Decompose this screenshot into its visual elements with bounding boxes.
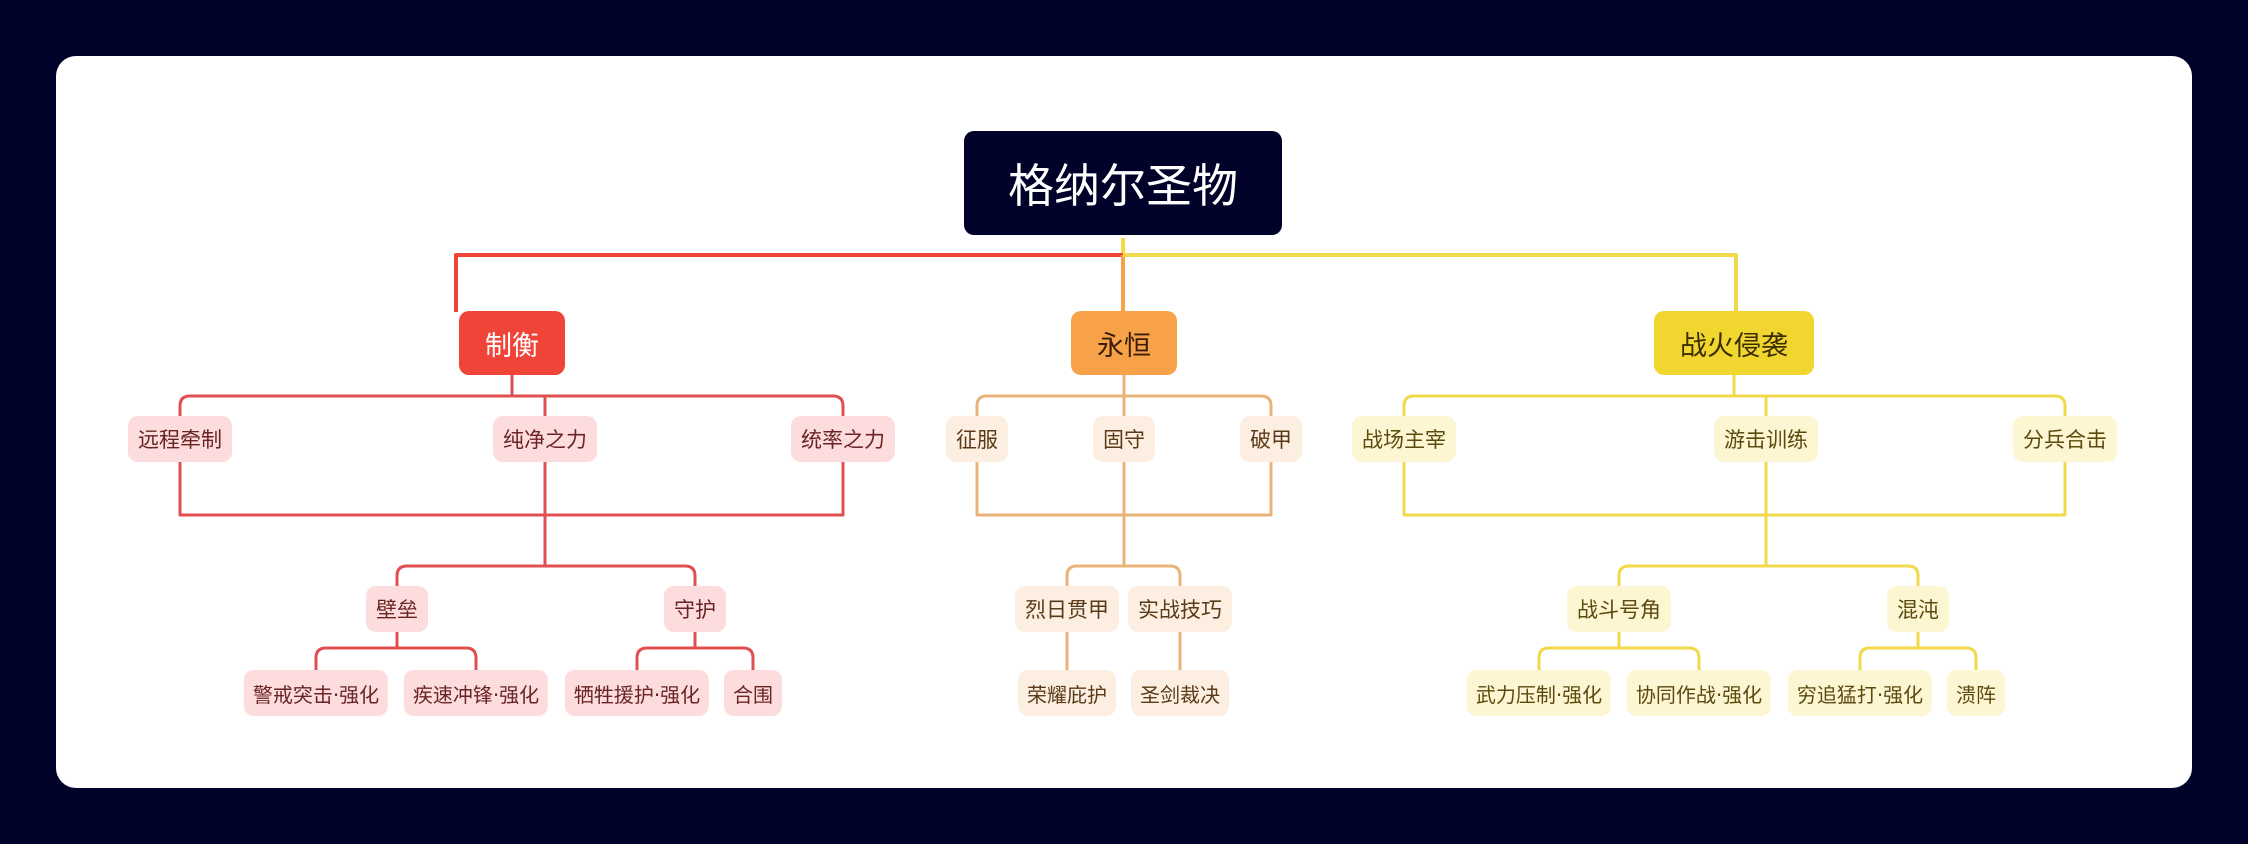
node-chaos[interactable]: 混沌 — [1887, 586, 1949, 632]
node-vigilant-assault[interactable]: 警戒突击·强化 — [243, 670, 389, 716]
node-split-strike[interactable]: 分兵合击 — [2013, 416, 2117, 462]
node-guard[interactable]: 守护 — [664, 586, 726, 632]
yellow-row1-bottom — [1402, 462, 2067, 517]
node-encircle[interactable]: 合围 — [724, 670, 782, 716]
node-hold-fast[interactable]: 固守 — [1093, 416, 1155, 462]
node-command-power[interactable]: 统率之力 — [791, 416, 895, 462]
node-joint-ops[interactable]: 协同作战·强化 — [1626, 670, 1772, 716]
yellow-right-bracket — [1858, 646, 1978, 670]
node-battlefield-master[interactable]: 战场主宰 — [1352, 416, 1456, 462]
node-rout[interactable]: 溃阵 — [1947, 670, 2005, 716]
mindmap-canvas: 格纳尔圣物 制衡 远程牵制 纯净之力 统率之力 壁垒 守护 警戒突击·强化 疾速… — [56, 56, 2192, 788]
yellow-row1-top — [1402, 394, 2067, 416]
red-row2-bracket — [395, 564, 697, 586]
connector-lines — [178, 238, 2067, 670]
node-conquest[interactable]: 征服 — [946, 416, 1008, 462]
node-force-suppress[interactable]: 武力压制·强化 — [1466, 670, 1612, 716]
node-bulwark[interactable]: 壁垒 — [366, 586, 428, 632]
node-swift-charge[interactable]: 疾速冲锋·强化 — [403, 670, 549, 716]
red-row1-bottom — [178, 462, 845, 517]
root-node[interactable]: 格纳尔圣物 — [964, 131, 1282, 235]
node-battle-horn[interactable]: 战斗号角 — [1567, 586, 1671, 632]
node-combat-skill[interactable]: 实战技巧 — [1128, 586, 1232, 632]
node-armor-break[interactable]: 破甲 — [1240, 416, 1302, 462]
node-glory-shelter[interactable]: 荣耀庇护 — [1018, 670, 1116, 716]
branch-node-balance[interactable]: 制衡 — [459, 311, 565, 375]
yellow-left-bracket — [1537, 646, 1701, 670]
node-sun-pierce[interactable]: 烈日贯甲 — [1015, 586, 1119, 632]
yellow-row2-bracket — [1617, 564, 1920, 586]
red-row1-top — [178, 394, 845, 416]
red-right-bracket — [635, 646, 755, 670]
branch-node-war-invasion[interactable]: 战火侵袭 — [1654, 311, 1814, 375]
branch-node-eternity[interactable]: 永恒 — [1071, 311, 1177, 375]
node-guerrilla-training[interactable]: 游击训练 — [1714, 416, 1818, 462]
node-ranged-harass[interactable]: 远程牵制 — [128, 416, 232, 462]
root-to-branch-war — [1123, 253, 1738, 312]
node-pure-power[interactable]: 纯净之力 — [493, 416, 597, 462]
root-to-branch-balance — [454, 253, 1123, 312]
orange-row2-bracket — [1065, 564, 1182, 586]
node-holy-sword-verdict[interactable]: 圣剑裁决 — [1131, 670, 1229, 716]
node-sacrifice-support[interactable]: 牺牲援护·强化 — [564, 670, 710, 716]
node-relentless-pursuit[interactable]: 穷追猛打·强化 — [1787, 670, 1933, 716]
red-left-bracket — [314, 646, 478, 670]
